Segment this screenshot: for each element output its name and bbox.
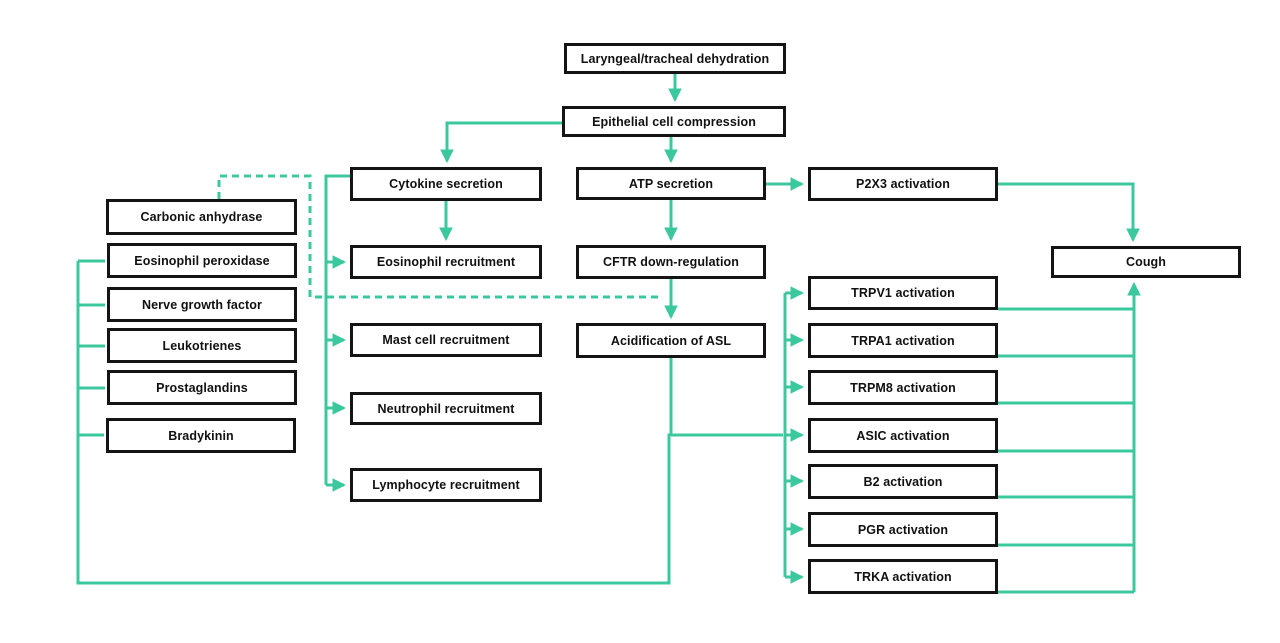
node-atp-secretion: ATP secretion: [576, 167, 766, 200]
node-label: Acidification of ASL: [610, 333, 732, 348]
node-label: Cytokine secretion: [389, 177, 503, 191]
node-epithelial-cell-compression: Epithelial cell compression: [562, 106, 786, 137]
node-trpm8-activation: TRPM8 activation: [808, 370, 998, 405]
node-label: Cough: [1125, 255, 1167, 269]
node-label: Bradykinin: [168, 428, 234, 443]
node-nerve-growth-factor: Nerve growth factor: [107, 287, 297, 322]
node-label: TRPA1 activation: [851, 333, 955, 348]
node-laryngeal-tracheal-dehydration: Laryngeal/tracheal dehydration: [564, 43, 786, 74]
node-cftr-down-regulation: CFTR down-regulation: [576, 245, 766, 279]
edge-p2x3-cough: [998, 182, 1140, 243]
node-cytokine-secretion: Cytokine secretion: [350, 167, 542, 201]
node-label: Lymphocyte recruitment: [372, 478, 520, 492]
node-trpv1-activation: TRPV1 activation: [808, 276, 998, 310]
node-leukotrienes: Leukotrienes: [107, 328, 297, 363]
node-asic-activation: ASIC activation: [808, 418, 998, 453]
node-label: Nerve growth factor: [142, 297, 262, 312]
node-eosinophil-peroxidase: Eosinophil peroxidase: [107, 243, 297, 278]
node-neutrophil-recruitment: Neutrophil recruitment: [350, 392, 542, 425]
node-mast-cell-recruitment: Mast cell recruitment: [350, 323, 542, 357]
node-lymphocyte-recruitment: Lymphocyte recruitment: [350, 468, 542, 502]
node-acidification-of-asl: Acidification of ASL: [576, 323, 766, 358]
node-label: TRPM8 activation: [850, 380, 956, 395]
node-eosinophil-recruitment: Eosinophil recruitment: [350, 245, 542, 279]
node-label: Epithelial cell compression: [592, 114, 756, 129]
node-label: Carbonic anhydrase: [140, 210, 263, 224]
node-label: Prostaglandins: [156, 380, 248, 395]
node-label: Eosinophil recruitment: [376, 255, 516, 269]
node-cough: Cough: [1051, 246, 1241, 278]
node-trpa1-activation: TRPA1 activation: [808, 323, 998, 358]
node-pgr-activation: PGR activation: [808, 512, 998, 547]
node-label: Mast cell recruitment: [382, 333, 510, 347]
node-label: Eosinophil peroxidase: [134, 253, 270, 268]
node-label: ASIC activation: [856, 428, 950, 443]
node-label: TRKA activation: [854, 569, 952, 584]
node-label: P2X3 activation: [856, 177, 950, 191]
node-bradykinin: Bradykinin: [106, 418, 296, 453]
node-label: CFTR down-regulation: [602, 255, 739, 269]
edge-cytokine-recruitment-bus: [324, 174, 351, 485]
node-carbonic-anhydrase: Carbonic anhydrase: [106, 199, 297, 235]
node-p2x3-activation: P2X3 activation: [808, 167, 998, 201]
node-label: Laryngeal/tracheal dehydration: [580, 51, 770, 66]
edge-epithelial-cytokine: [440, 121, 562, 164]
node-prostaglandins: Prostaglandins: [107, 370, 297, 405]
node-trka-activation: TRKA activation: [808, 559, 998, 594]
node-label: TRPV1 activation: [851, 286, 955, 300]
node-label: Neutrophil recruitment: [377, 401, 515, 416]
node-label: B2 activation: [863, 474, 943, 489]
node-label: ATP secretion: [628, 176, 714, 191]
node-b2-activation: B2 activation: [808, 464, 998, 499]
edge-left-mediator-bus: [76, 261, 783, 585]
node-label: Leukotrienes: [162, 338, 242, 353]
node-label: PGR activation: [857, 522, 949, 537]
edge-carbonic-acidification-dashed: [217, 174, 662, 299]
